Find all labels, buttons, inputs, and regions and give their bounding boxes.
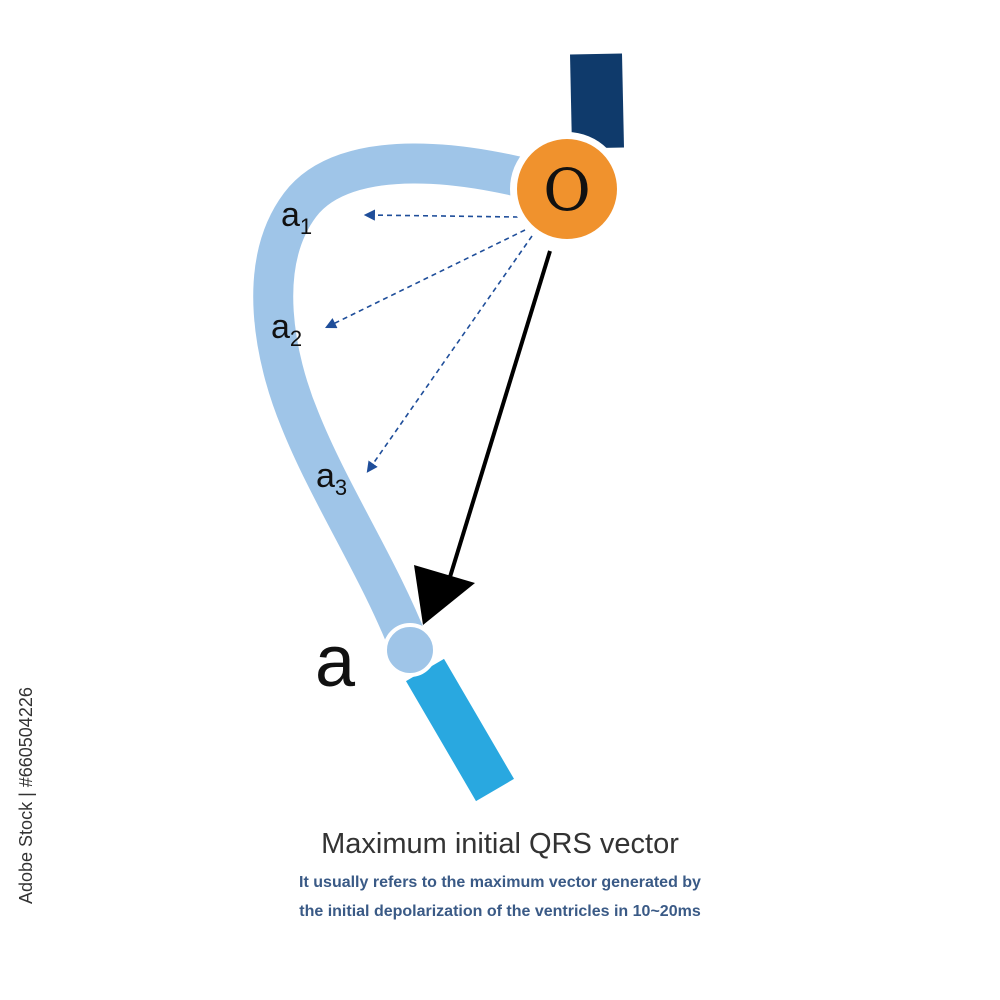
label-a3: a3 <box>316 457 347 500</box>
origin-label: O <box>543 156 591 224</box>
entry-segment <box>570 53 624 149</box>
stock-watermark-id: Adobe Stock | #660504226 <box>16 687 36 904</box>
label-a1-main: a <box>281 196 300 234</box>
label-a1-sub: 1 <box>300 214 312 239</box>
origin-marker <box>517 139 617 239</box>
vector-arrow-a3 <box>366 235 533 473</box>
max-vector-arrowhead <box>414 565 475 625</box>
label-a2: a2 <box>271 308 302 351</box>
point-a-marker <box>383 623 437 677</box>
label-max-point-a: a <box>315 622 356 702</box>
label-a2-sub: 2 <box>290 326 302 351</box>
vector-arrow-a1 <box>363 209 519 221</box>
label-a1: a1 <box>281 196 312 239</box>
qrs-loop-path <box>253 143 566 656</box>
max-vector-arrow-shaft <box>444 250 552 591</box>
label-a3-sub: 3 <box>335 475 347 500</box>
caption-title: Maximum initial QRS vector <box>321 828 679 860</box>
loop-tail-segment <box>405 658 515 802</box>
caption-description-line-2: the initial depolarization of the ventri… <box>299 903 701 920</box>
caption-description-line-1: It usually refers to the maximum vector … <box>299 874 701 891</box>
label-a2-main: a <box>271 308 290 346</box>
label-a3-main: a <box>316 457 335 495</box>
vector-arrow-a2 <box>324 229 526 329</box>
